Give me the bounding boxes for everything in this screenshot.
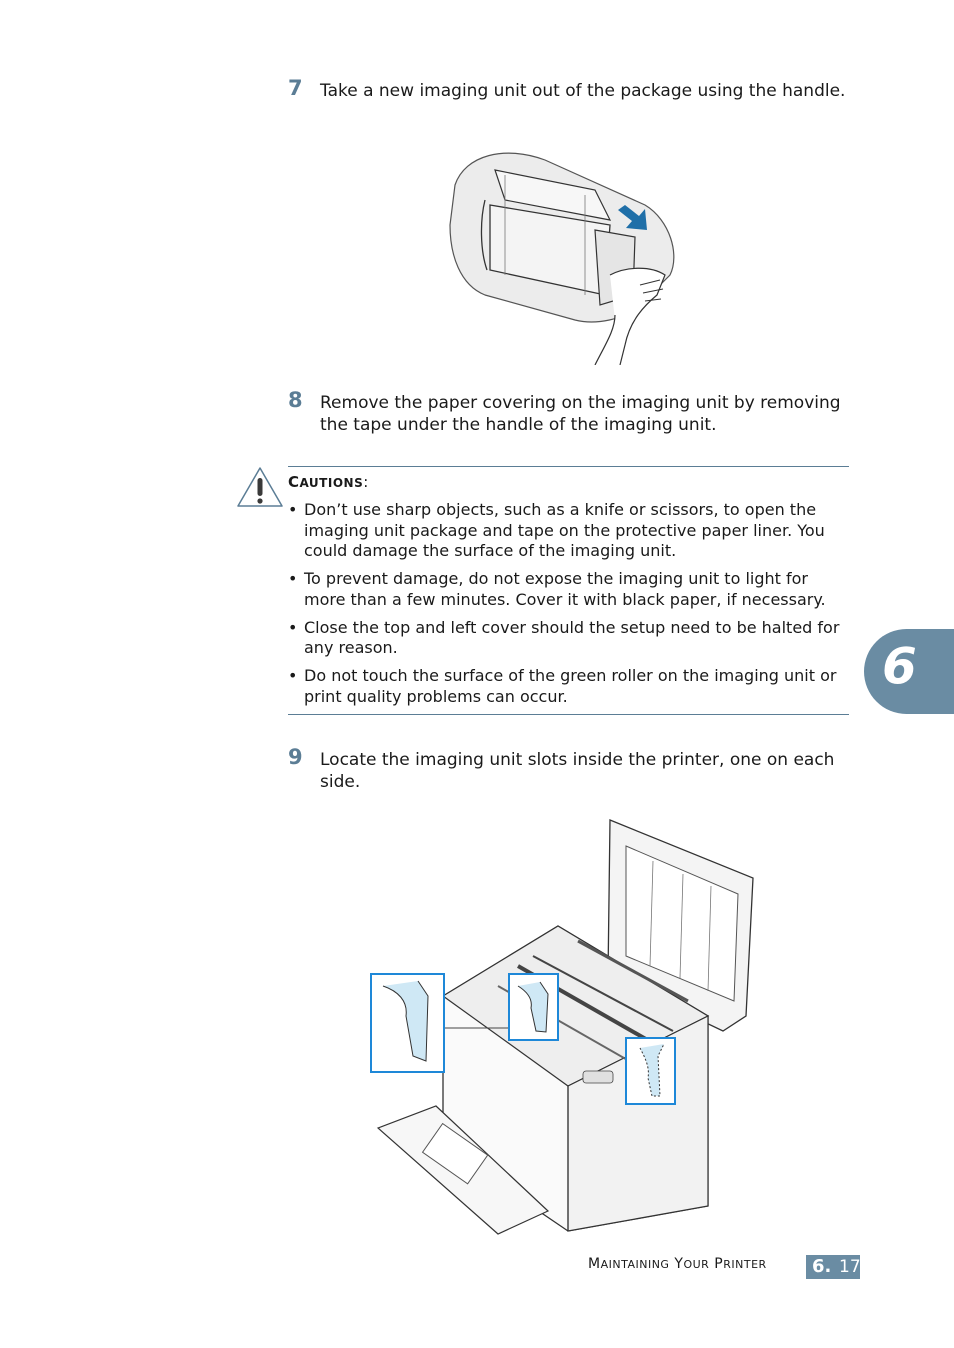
step-7: 7 Take a new imaging unit out of the pac…: [288, 76, 853, 102]
running-footer: MAINTAINING YOUR PRINTER: [588, 1256, 767, 1272]
step-number: 9: [288, 745, 303, 769]
step-text: Take a new imaging unit out of the packa…: [320, 81, 846, 101]
step-number: 7: [288, 76, 303, 100]
printer-slots-illustration: [370, 819, 754, 1235]
caution-item: •Close the top and left cover should the…: [288, 617, 840, 658]
page-number: 6.17: [806, 1255, 861, 1279]
chapter-tab: 6: [864, 629, 954, 714]
caution-icon: [237, 467, 283, 507]
caution-item: •Don’t use sharp objects, such as a knif…: [288, 500, 825, 560]
step-number: 8: [288, 388, 303, 412]
caution-item: •Do not touch the surface of the green r…: [288, 666, 837, 706]
step-text: Locate the imaging unit slots inside the…: [320, 750, 835, 792]
cautions-list: •Don’t use sharp objects, such as a knif…: [288, 500, 849, 715]
step-9: 9 Locate the imaging unit slots inside t…: [288, 745, 853, 793]
imaging-unit-package-illustration: [449, 152, 675, 365]
cautions-box: CAUTIONS: •Don’t use sharp objects, such…: [288, 466, 849, 715]
caution-item: •To prevent damage, do not expose the im…: [288, 569, 826, 609]
slot-highlight-box: [625, 1037, 676, 1105]
step-8: 8 Remove the paper covering on the imagi…: [288, 388, 853, 436]
direction-arrow-icon: [618, 205, 647, 230]
step-text: Remove the paper covering on the imaging…: [320, 393, 841, 435]
cautions-title: CAUTIONS:: [288, 473, 369, 491]
